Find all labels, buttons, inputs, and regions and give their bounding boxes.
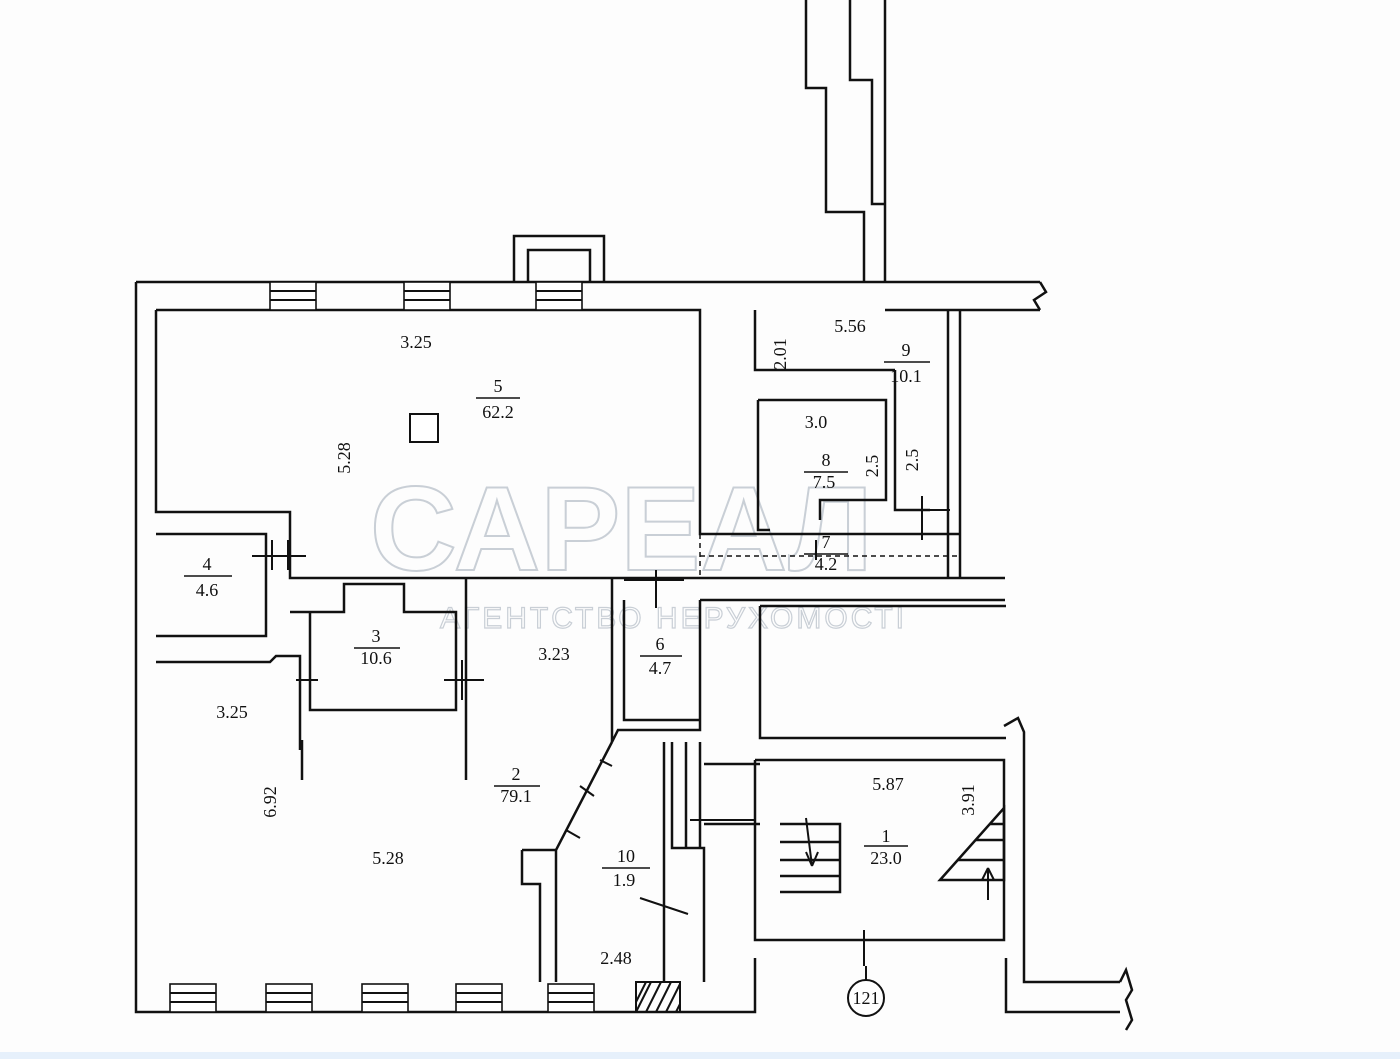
dimension-label: 5.28 xyxy=(334,442,354,474)
room-number: 2 xyxy=(512,764,521,784)
column xyxy=(409,413,439,443)
window xyxy=(455,983,503,1013)
dimension-label: 2.5 xyxy=(902,449,922,472)
room-area: 10.6 xyxy=(360,648,392,668)
dimension-label: 3.25 xyxy=(216,702,248,722)
room-1: 5.87 3.91 1 23.0 xyxy=(864,774,978,868)
room-area: 4.6 xyxy=(196,580,219,600)
room-4: 4 4.6 xyxy=(184,554,232,600)
room-area: 1.9 xyxy=(613,870,636,890)
dimension-label: 2.48 xyxy=(600,948,632,968)
dimension-label: 2.5 xyxy=(862,455,882,478)
room-area: 62.2 xyxy=(482,402,514,422)
room-6: 6 4.7 xyxy=(640,634,682,678)
room-number: 5 xyxy=(494,376,503,396)
bottom-strip xyxy=(0,1052,1400,1059)
dimension-label: 3.0 xyxy=(805,412,828,432)
dashed-openings xyxy=(466,534,960,579)
window xyxy=(547,983,595,1013)
dimension-label: 3.91 xyxy=(958,784,978,816)
window xyxy=(361,983,409,1013)
room-10: 10 1.9 xyxy=(602,846,650,890)
window xyxy=(269,281,317,311)
room-area: 10.1 xyxy=(890,366,922,386)
room-area: 4.7 xyxy=(649,658,672,678)
room-5: 3.25 5.28 5 62.2 xyxy=(334,332,520,474)
room-number: 4 xyxy=(203,554,212,574)
partitions xyxy=(156,310,1134,1031)
dimension-label: 5.28 xyxy=(372,848,404,868)
room-number: 3 xyxy=(372,626,381,646)
room-2: 3.23 3.25 6.92 5.28 2.48 2 79.1 xyxy=(216,644,632,968)
lower-windows xyxy=(169,981,681,1013)
hatched-block xyxy=(635,981,681,1013)
room-number: 1 xyxy=(882,826,891,846)
window xyxy=(169,983,217,1013)
door-marks xyxy=(252,496,995,966)
dimension-label: 3.25 xyxy=(400,332,432,352)
room-area: 7.5 xyxy=(813,472,836,492)
room-area: 79.1 xyxy=(500,786,532,806)
room-number: 10 xyxy=(617,846,635,866)
watermark-brand: САРЕАЛ xyxy=(370,462,873,596)
room-number: 9 xyxy=(902,340,911,360)
window xyxy=(265,983,313,1013)
dimension-label: 5.56 xyxy=(834,316,866,336)
dimension-label: 3.23 xyxy=(538,644,570,664)
room-7: 7 4.2 xyxy=(804,532,848,574)
room-number: 8 xyxy=(822,450,831,470)
room-area: 4.2 xyxy=(815,554,838,574)
upper-windows xyxy=(269,281,583,311)
room-number: 6 xyxy=(656,634,665,654)
dimension-label: 5.87 xyxy=(872,774,904,794)
dimension-label: 2.01 xyxy=(770,338,790,370)
window xyxy=(535,281,583,311)
dimension-label: 6.92 xyxy=(260,786,280,818)
room-number: 7 xyxy=(822,532,831,552)
room-9: 5.56 2.01 2.5 9 10.1 xyxy=(770,316,930,471)
room-3: 3 10.6 xyxy=(354,626,400,668)
marker-label: 121 xyxy=(853,988,880,1008)
marker: 121 xyxy=(847,966,885,1017)
window xyxy=(403,281,451,311)
room-area: 23.0 xyxy=(870,848,902,868)
room-8: 3.0 2.5 8 7.5 xyxy=(804,412,882,492)
